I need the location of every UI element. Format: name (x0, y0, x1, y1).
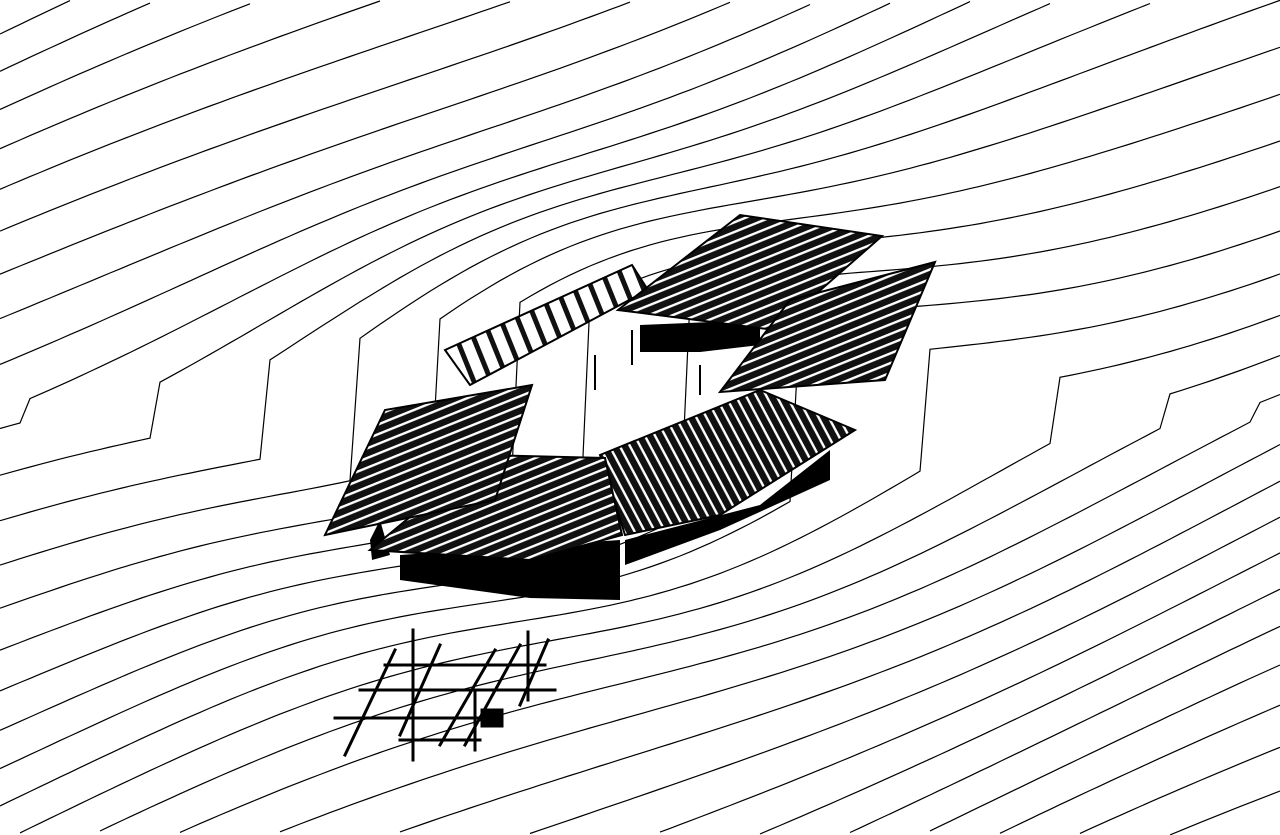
scaffold-bar (462, 642, 523, 748)
contour-line (0, 2, 1151, 522)
contour-line (999, 704, 1280, 834)
contour-line (1169, 790, 1280, 835)
scaffold-bar (518, 638, 550, 707)
contour-line (849, 625, 1280, 834)
contour-line (929, 664, 1280, 832)
contour-line (0, 93, 1280, 651)
contour-line (0, 0, 381, 150)
contour-line (0, 1, 731, 275)
scaffold-structure (333, 628, 557, 762)
contour-line (0, 46, 1280, 609)
contour-line (0, 3, 1051, 476)
scaffold-bar (343, 648, 397, 757)
contour-line (99, 354, 1280, 832)
contour-line (1079, 746, 1280, 834)
roof-panel-north-east (615, 213, 885, 332)
building-roof-structure (323, 213, 937, 600)
roof-panel-east (717, 260, 937, 394)
roof-panel-south-east (598, 388, 858, 537)
contour-line (0, 1, 511, 190)
contour-line (0, 0, 1280, 566)
contour-line (0, 0, 71, 35)
scaffold-bar (398, 643, 442, 737)
contour-line (659, 552, 1280, 833)
roof-panel-north-west (443, 263, 650, 387)
contour-line (0, 3, 811, 320)
contour-line (399, 480, 1280, 833)
scaffold-bar (437, 647, 498, 748)
contour-line (279, 443, 1280, 833)
contour-line (0, 1, 971, 430)
contour-line (0, 2, 151, 72)
contour-line (0, 1, 631, 232)
contour-line (0, 2, 891, 365)
contour-line (759, 588, 1280, 835)
contour-line (0, 273, 1280, 807)
contour-line (19, 314, 1280, 834)
contour-line (179, 393, 1280, 833)
contour-line (0, 3, 251, 110)
contour-line (529, 516, 1280, 835)
roof-panel-west (323, 383, 534, 537)
scaffold-block (480, 708, 504, 728)
columns (594, 330, 701, 395)
contour-line (0, 230, 1280, 770)
